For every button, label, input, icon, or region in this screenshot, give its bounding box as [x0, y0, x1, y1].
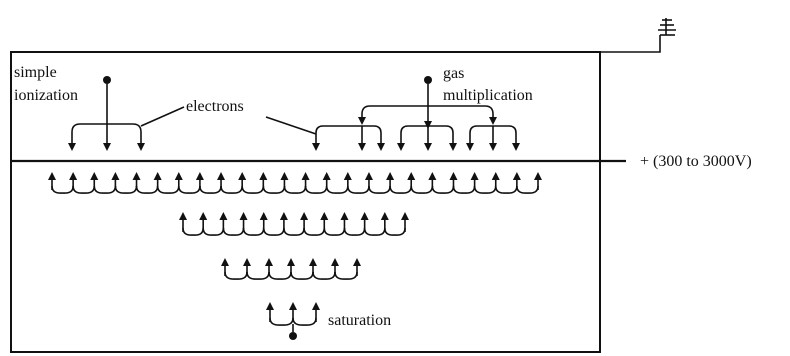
- label-electrons: electrons: [186, 98, 244, 115]
- upward-arrow-icon: [312, 302, 320, 322]
- connector-arc: [224, 271, 248, 280]
- connector-arc: [303, 227, 326, 236]
- label-multiplication: multiplication: [443, 87, 533, 104]
- connector-arc: [156, 185, 180, 194]
- electrons-pointers: [140, 106, 317, 135]
- connector-arc: [431, 185, 455, 194]
- label-simple: simple: [14, 64, 57, 81]
- connector-arc: [222, 227, 245, 236]
- simple-ionization-event: [68, 76, 145, 151]
- label-voltage: + (300 to 3000V): [640, 153, 752, 170]
- connector-arc: [51, 185, 74, 194]
- positive-ion-cascade: [48, 172, 542, 326]
- connector-arc: [384, 227, 406, 236]
- cascade-row-3: [221, 258, 361, 280]
- label-ionization: ionization: [14, 87, 78, 104]
- connector-arc: [363, 227, 386, 236]
- connector-arc: [304, 185, 328, 194]
- connector-arc: [323, 227, 346, 236]
- connector-arc: [182, 227, 204, 236]
- connector-arc: [202, 227, 225, 236]
- connector-arc: [494, 185, 518, 194]
- upward-arrow-icon: [401, 212, 409, 232]
- connector-arc: [268, 271, 292, 280]
- label-saturation: saturation: [328, 312, 391, 329]
- connector-arc: [292, 317, 317, 326]
- connector-arc: [410, 185, 434, 194]
- connector-arc: [452, 185, 476, 194]
- ground-symbol-icon: [658, 19, 676, 31]
- connector-arc: [343, 227, 366, 236]
- connector-arc: [72, 185, 96, 194]
- connector-arc: [177, 185, 201, 194]
- cascade-row-1: [48, 172, 542, 194]
- connector-arc: [269, 317, 294, 326]
- connector-arc: [283, 185, 307, 194]
- connector-arc: [368, 185, 391, 194]
- connector-arc: [114, 185, 138, 194]
- connector-arc: [242, 227, 265, 236]
- label-gas: gas: [443, 65, 464, 82]
- filled-dot-icon: [103, 76, 111, 84]
- connector-arc: [246, 271, 270, 280]
- connector-arc: [93, 185, 117, 194]
- connector-arc: [241, 185, 265, 194]
- connector-arc: [262, 185, 286, 194]
- connector-arc: [220, 185, 243, 194]
- filled-dot-icon: [289, 332, 297, 340]
- connector-arc: [135, 185, 159, 194]
- gas-multiplication-event: [312, 76, 520, 151]
- connector-arc: [325, 185, 349, 194]
- cascade-row-2: [179, 212, 409, 236]
- filled-dot-icon: [424, 76, 432, 84]
- cascade-row-4: [266, 302, 320, 326]
- connector-arc: [283, 227, 305, 236]
- connector-arc: [516, 185, 539, 194]
- chamber-frame: [10, 51, 601, 353]
- connector-arc: [389, 185, 413, 194]
- ground-connection: [600, 18, 676, 53]
- connector-arc: [334, 271, 358, 280]
- connector-arc: [347, 185, 370, 194]
- connector-arc: [290, 271, 314, 280]
- connector-arc: [262, 227, 285, 236]
- upward-arrow-icon: [353, 258, 361, 276]
- upward-arrow-icon: [534, 172, 542, 190]
- connector-arc: [473, 185, 497, 194]
- connector-arc: [312, 271, 336, 280]
- connector-arc: [199, 185, 222, 194]
